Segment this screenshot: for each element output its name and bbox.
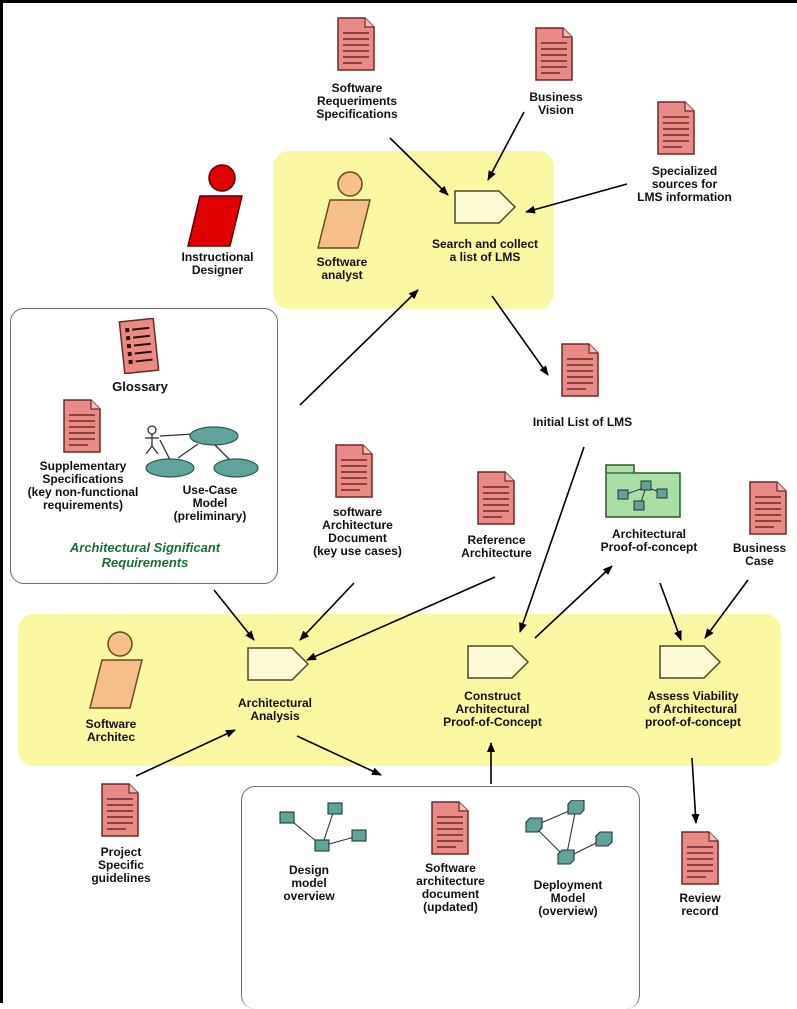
document-icon xyxy=(535,27,573,81)
arch-poc-label: Architectural Proof-of-concept xyxy=(600,527,698,554)
software-analyst-label: Software analyst xyxy=(316,255,368,282)
document-icon xyxy=(431,801,469,855)
model-diagram-icon xyxy=(525,800,613,865)
arrow-analysis-to-outputs xyxy=(296,735,382,776)
construct-poc-label: Construct Architectural Proof-of-Concept xyxy=(443,689,542,729)
supplementary-specs-label: Supplementary Specifications (key non-fu… xyxy=(27,459,139,512)
arrow-sadkey-to-analysis xyxy=(299,582,355,641)
arrow-specialized-to-search xyxy=(525,183,628,214)
deployment-model-label: Deployment Model (overview) xyxy=(533,878,603,918)
document-icon xyxy=(561,343,599,397)
review-record-label: Review record xyxy=(679,891,721,918)
activity-pentagon-icon[interactable] xyxy=(466,644,530,680)
activity-pentagon-icon[interactable] xyxy=(246,646,310,682)
initial-list-label: Initial List of LMS xyxy=(532,415,633,429)
swreq-label: Software Requeriments Specifications xyxy=(316,81,398,121)
document-icon xyxy=(63,399,101,453)
project-guidelines-label: Project Specific guidelines xyxy=(91,845,151,885)
instructional-designer-label: Instructional Designer xyxy=(181,250,254,277)
sad-key-usecases-label: software Architecture Document (key use … xyxy=(313,505,402,558)
software-architect-label: Software Architec xyxy=(85,717,137,744)
sad-updated-label: Software architecture document (updated) xyxy=(416,861,485,914)
design-model-label: Design model overview xyxy=(283,863,335,903)
glossary-label: Glossary xyxy=(112,379,168,394)
document-icon xyxy=(335,444,373,498)
arrow-swreq-to-search xyxy=(389,137,449,196)
document-icon xyxy=(681,831,719,885)
search-collect-activity-label: Search and collect a list of LMS xyxy=(431,237,539,264)
assess-viability-label: Assess Viability of Architectural proof-… xyxy=(645,689,741,729)
arrow-bizcase-to-assess xyxy=(704,579,749,639)
arrow-poc-to-assess xyxy=(659,582,682,641)
business-vision-label: Business Vision xyxy=(529,90,583,117)
package-folder-icon xyxy=(605,464,681,518)
document-icon xyxy=(749,481,787,535)
document-icon xyxy=(337,17,375,71)
model-diagram-icon xyxy=(279,802,367,852)
activity-pentagon-icon[interactable] xyxy=(453,189,517,225)
architecture-activities-zone xyxy=(18,614,781,766)
document-icon xyxy=(477,471,515,525)
asr-group-title: Architectural Significant Requirements xyxy=(69,540,221,570)
glossary-checklist-icon xyxy=(118,318,160,374)
reference-architecture-label: Reference Architecture xyxy=(461,533,532,560)
usecase-model-label: Use-Case Model (preliminary) xyxy=(173,483,247,523)
arrow-asr-to-analysis xyxy=(213,589,255,641)
arrow-search-to-initial-list xyxy=(491,295,549,376)
document-icon xyxy=(657,101,695,155)
architectural-analysis-label: Architectural Analysis xyxy=(237,696,313,723)
arrow-refarch-to-analysis xyxy=(306,576,496,661)
usecase-diagram-icon xyxy=(145,425,259,478)
arrow-construct-to-poc xyxy=(534,565,613,639)
business-case-label: Business Case xyxy=(732,541,787,568)
search-activity-zone xyxy=(273,151,554,309)
arrow-assess-to-review xyxy=(691,757,700,824)
role-worker-icon xyxy=(317,171,371,249)
arrow-vision-to-search xyxy=(487,111,525,181)
arrow-initial-list-to-construct xyxy=(519,446,585,633)
arrow-guidelines-to-analysis xyxy=(135,729,236,777)
instructional-designer-role-icon xyxy=(187,164,243,247)
role-worker-icon xyxy=(89,631,143,709)
document-icon xyxy=(101,783,139,837)
activity-pentagon-icon[interactable] xyxy=(658,644,722,680)
specialized-sources-label: Specialized sources for LMS information xyxy=(637,164,732,204)
arrow-asr-to-search xyxy=(299,289,419,406)
